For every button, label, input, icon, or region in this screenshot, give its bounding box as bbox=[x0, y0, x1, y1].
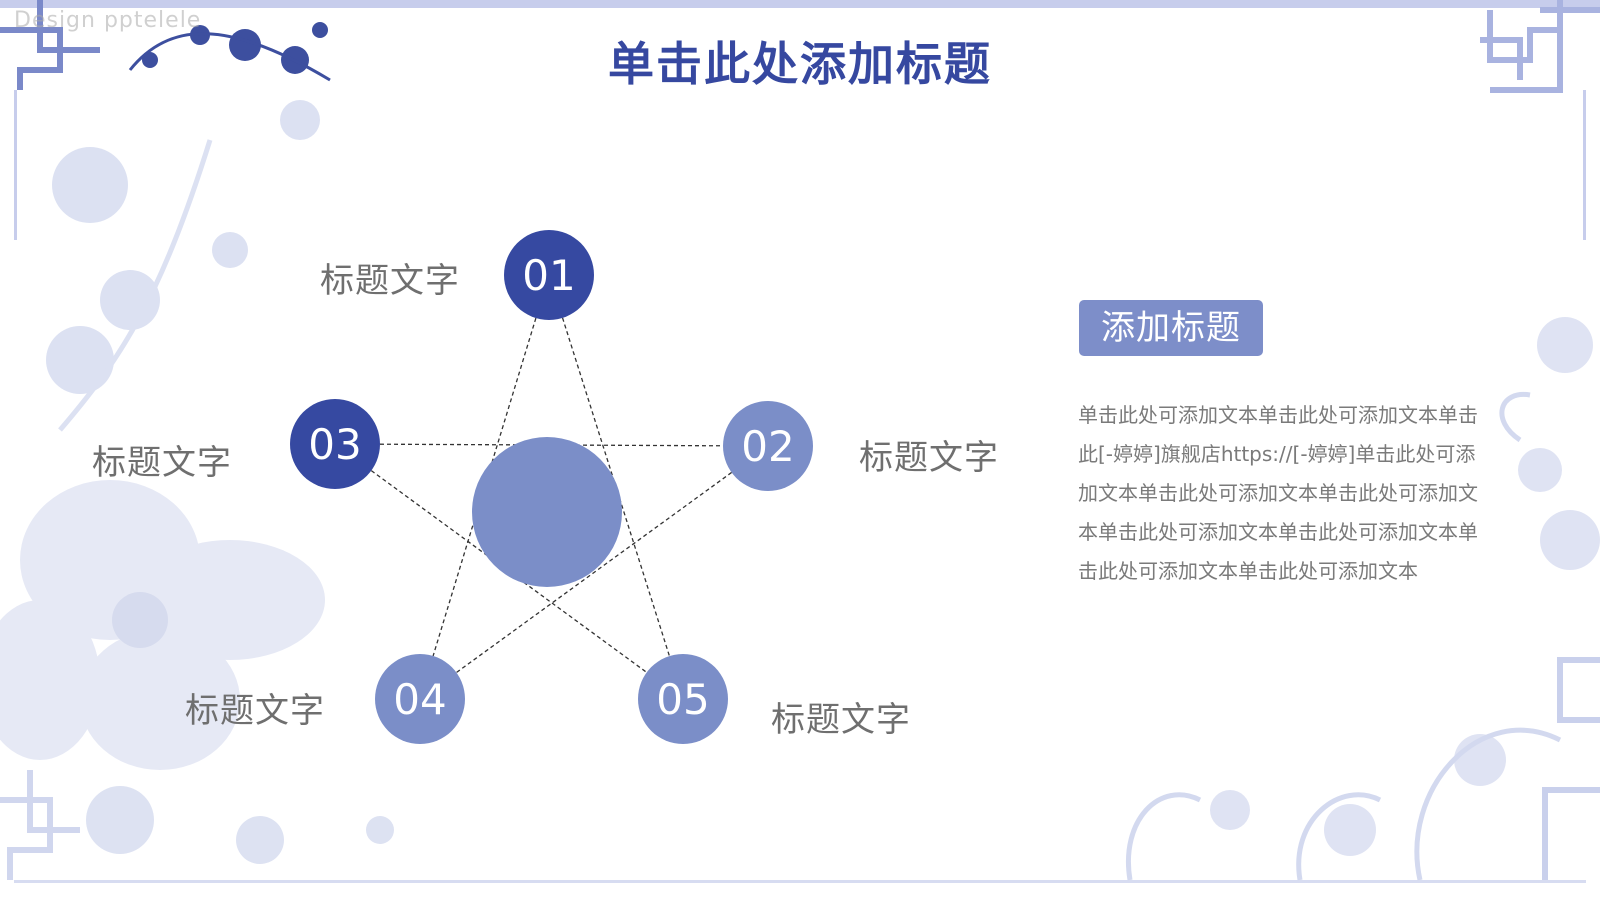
node-label-03[interactable]: 标题文字 bbox=[92, 443, 232, 483]
node-circle[interactable] bbox=[290, 399, 380, 489]
body-text[interactable]: 单击此处可添加文本单击此处可添加文本单击此[-婷婷]旗舰店https://[-婷… bbox=[1078, 403, 1478, 583]
node-01[interactable]: 01 bbox=[504, 230, 594, 320]
node-03[interactable]: 03 bbox=[290, 399, 380, 489]
node-number: 05 bbox=[656, 675, 709, 724]
node-number: 03 bbox=[308, 420, 361, 469]
node-label-02[interactable]: 标题文字 bbox=[859, 438, 999, 478]
node-05[interactable]: 05 bbox=[638, 654, 728, 744]
node-circle[interactable] bbox=[375, 654, 465, 744]
node-label-01[interactable]: 标题文字 bbox=[320, 261, 460, 301]
section-badge[interactable]: 添加标题 bbox=[1079, 300, 1263, 356]
node-label-04[interactable]: 标题文字 bbox=[185, 691, 325, 731]
node-number: 01 bbox=[522, 251, 575, 300]
node-label-05[interactable]: 标题文字 bbox=[771, 700, 911, 740]
node-02[interactable]: 02 bbox=[723, 401, 813, 491]
center-circle[interactable] bbox=[472, 437, 622, 587]
node-circle[interactable] bbox=[723, 401, 813, 491]
watermark: Design pptelele bbox=[14, 8, 202, 33]
node-number: 02 bbox=[741, 422, 794, 471]
node-circle[interactable] bbox=[504, 230, 594, 320]
node-circle[interactable] bbox=[638, 654, 728, 744]
node-04[interactable]: 04 bbox=[375, 654, 465, 744]
slide-title[interactable]: 单击此处添加标题 bbox=[608, 37, 992, 91]
node-number: 04 bbox=[393, 675, 446, 724]
star-edge bbox=[456, 471, 732, 674]
